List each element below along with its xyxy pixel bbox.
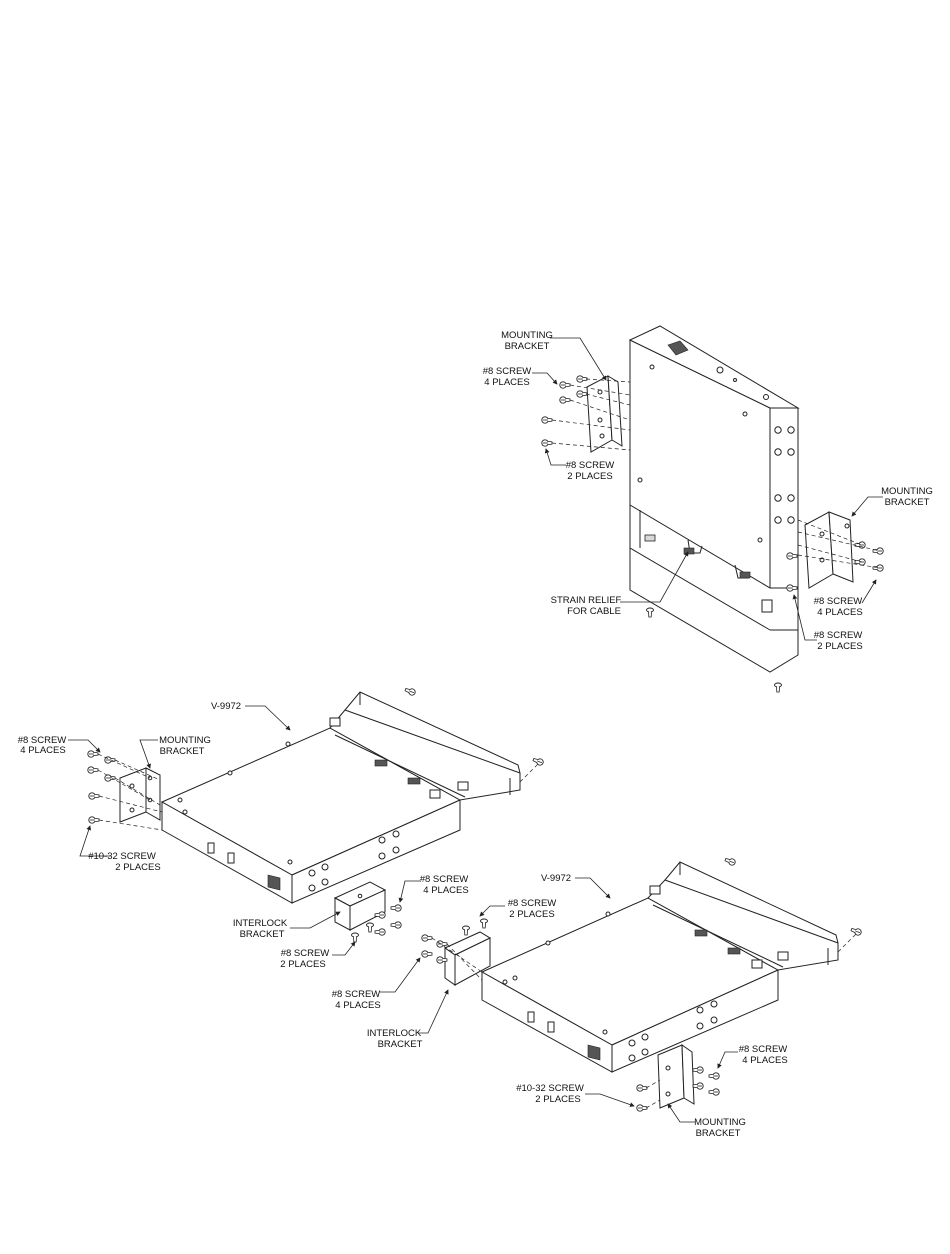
label-model-left: V-9972 [211, 701, 241, 712]
label-model-right: V-9972 [541, 873, 571, 884]
